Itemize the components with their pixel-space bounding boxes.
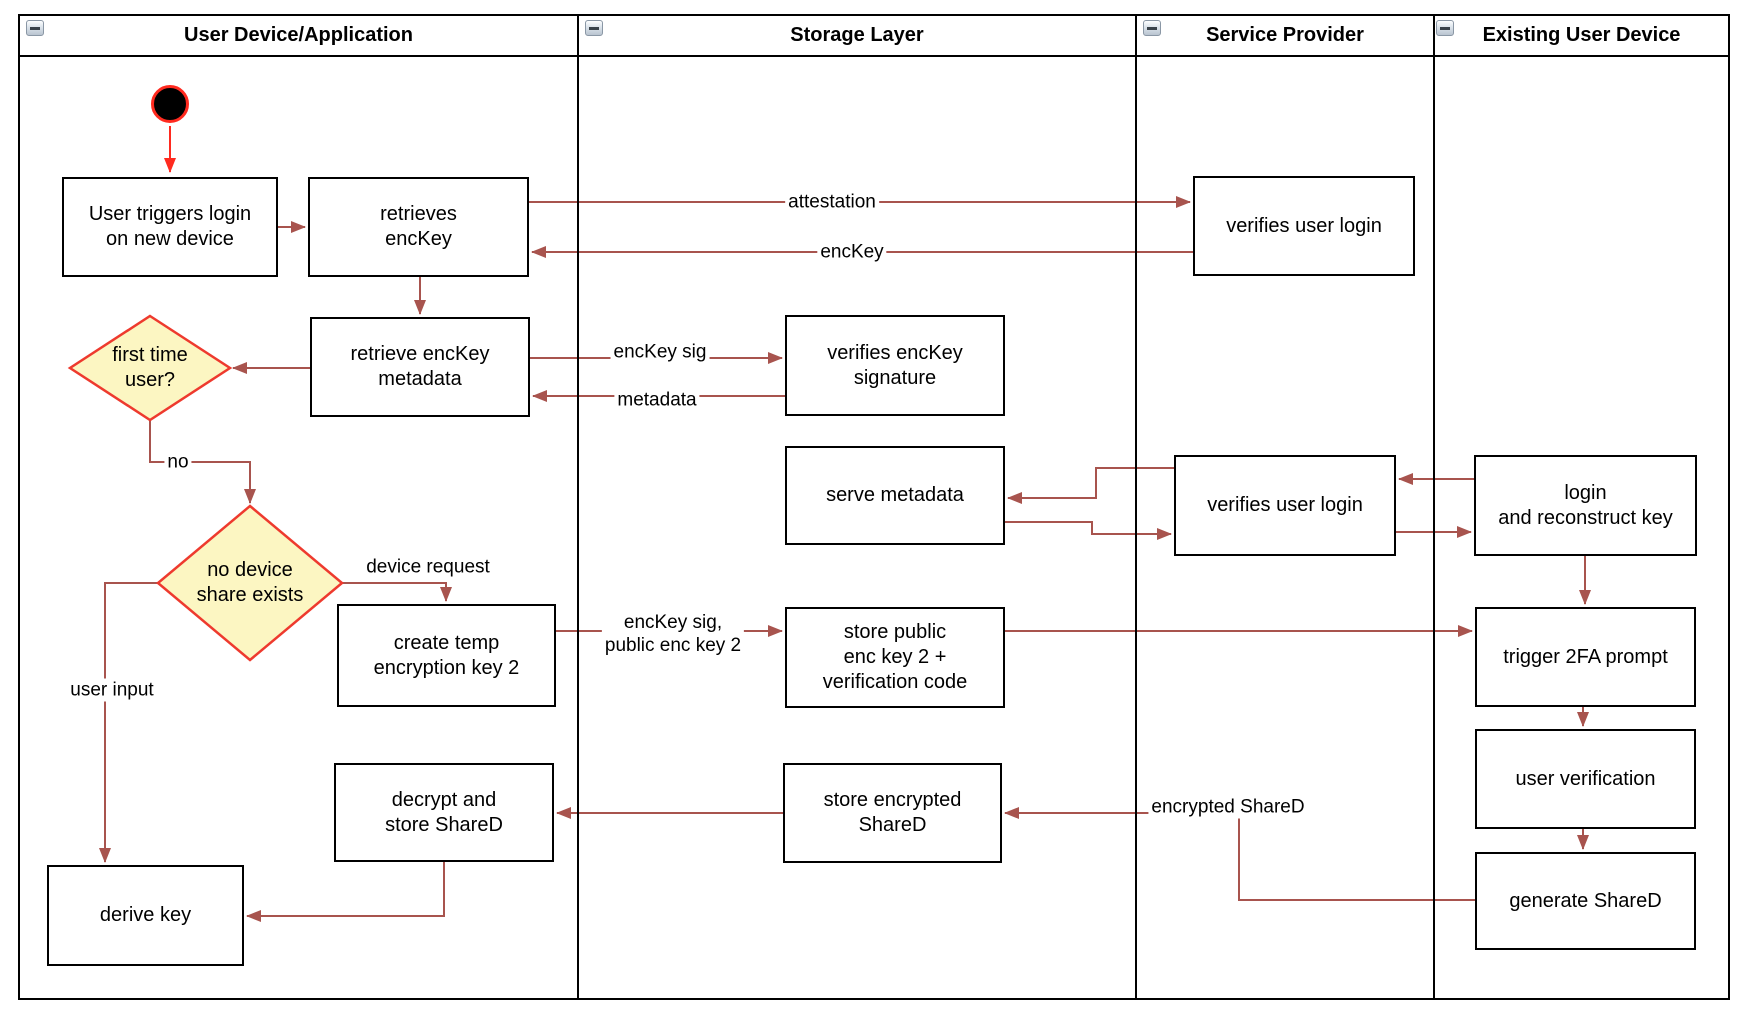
edge-label-enckey-sig-public[interactable]: encKey sig, public enc key 2	[601, 611, 745, 657]
node-store-public-key[interactable]: store public enc key 2 + verification co…	[785, 607, 1005, 708]
node-login-reconstruct-key[interactable]: login and reconstruct key	[1474, 455, 1697, 556]
lane-header-existing-device[interactable]: Existing User Device	[1435, 16, 1728, 55]
edge-label-enckey-sig[interactable]: encKey sig	[610, 340, 710, 364]
collapse-icon[interactable]	[1436, 20, 1454, 36]
lane-header-storage-layer[interactable]: Storage Layer	[579, 16, 1135, 55]
edge-serve-to-verifies[interactable]	[1005, 521, 1172, 540]
lane-title: Service Provider	[1206, 24, 1364, 46]
edge-label-enckey[interactable]: encKey	[817, 240, 887, 264]
edge-decrypt-to-derive[interactable]	[246, 862, 445, 922]
edge-user-input[interactable]	[99, 582, 158, 863]
pool-frame	[18, 14, 1730, 1000]
node-label: store encrypted ShareD	[823, 789, 962, 836]
lane-header-separator	[18, 55, 1730, 57]
node-verifies-enckey-signature[interactable]: verifies encKey signature	[785, 315, 1005, 416]
node-user-triggers-login[interactable]: User triggers login on new device	[62, 177, 278, 277]
node-user-verification[interactable]: user verification	[1475, 729, 1696, 829]
node-label: store public enc key 2 + verification co…	[822, 621, 968, 693]
edge-no[interactable]	[149, 420, 256, 504]
collapse-icon[interactable]	[585, 20, 603, 36]
node-decrypt-store-shared[interactable]: decrypt and store ShareD	[334, 763, 554, 862]
node-label: user verification	[1515, 767, 1656, 790]
node-generate-shared[interactable]: generate ShareD	[1475, 852, 1696, 950]
node-label: first time user?	[112, 344, 188, 391]
lane-separator-2	[1135, 14, 1137, 1000]
collapse-icon[interactable]	[1143, 20, 1161, 36]
minus-glyph	[30, 26, 40, 30]
node-label: verifies user login	[1226, 214, 1382, 237]
collapse-icon[interactable]	[26, 20, 44, 36]
lane-separator-3	[1433, 14, 1435, 1000]
node-label: serve metadata	[826, 484, 964, 506]
node-label: decrypt and store ShareD	[385, 788, 503, 836]
node-shape-no-device-share-exists[interactable]	[156, 504, 344, 662]
lane-header-service-provider[interactable]: Service Provider	[1137, 16, 1433, 55]
node-label: login and reconstruct key	[1498, 481, 1673, 529]
minus-glyph	[1440, 26, 1450, 30]
edge-label-attestation[interactable]: attestation	[785, 190, 879, 214]
node-verifies-user-login-top[interactable]: verifies user login	[1193, 176, 1415, 276]
node-no-device-share-exists[interactable]: no device share exists	[158, 506, 342, 660]
node-serve-metadata[interactable]: serve metadata	[785, 446, 1005, 545]
minus-glyph	[589, 26, 599, 30]
node-derive-key[interactable]: derive key	[47, 865, 244, 966]
node-label: User triggers login on new device	[88, 203, 252, 250]
edge-label-device-request[interactable]: device request	[363, 555, 493, 579]
node-label: retrieves encKey	[380, 203, 457, 250]
node-retrieves-enckey[interactable]: retrieves encKey	[308, 177, 529, 277]
lane-title: Existing User Device	[1482, 24, 1681, 46]
lane-title: Storage Layer	[790, 24, 924, 46]
node-trigger-2fa-prompt[interactable]: trigger 2FA prompt	[1475, 607, 1696, 707]
lane-separator-1	[577, 14, 579, 1000]
node-create-temp-key[interactable]: create temp encryption key 2	[337, 604, 556, 707]
edge-generate-to-storeenc[interactable]	[1004, 807, 1475, 901]
node-first-time-user[interactable]: first time user?	[70, 316, 230, 420]
node-retrieve-enckey-metadata[interactable]: retrieve encKey metadata	[310, 317, 530, 417]
node-label: verifies encKey signature	[827, 341, 963, 389]
node-label: verifies user login	[1207, 494, 1363, 516]
node-label: generate ShareD	[1509, 889, 1662, 912]
lane-title: User Device/Application	[184, 24, 413, 46]
lane-header-user-device[interactable]: User Device/Application	[20, 16, 577, 55]
minus-glyph	[1147, 26, 1157, 30]
node-label: create temp encryption key 2	[373, 631, 520, 679]
edge-label-encrypted-shared[interactable]: encrypted ShareD	[1148, 795, 1308, 819]
node-shape-first-time-user[interactable]	[67, 314, 233, 422]
node-label: no device share exists	[196, 559, 304, 606]
node-start[interactable]	[151, 85, 189, 123]
node-store-encrypted-shared[interactable]: store encrypted ShareD	[783, 763, 1002, 863]
edge-device-request[interactable]	[342, 582, 452, 602]
node-label: trigger 2FA prompt	[1503, 645, 1668, 668]
edge-label-user-input[interactable]: user input	[67, 678, 157, 702]
edge-label-metadata[interactable]: metadata	[614, 388, 700, 412]
edge-label-no[interactable]: no	[164, 450, 192, 474]
node-label: retrieve encKey metadata	[350, 343, 490, 390]
node-label: derive key	[99, 904, 192, 926]
node-verifies-user-login-mid[interactable]: verifies user login	[1174, 455, 1396, 556]
